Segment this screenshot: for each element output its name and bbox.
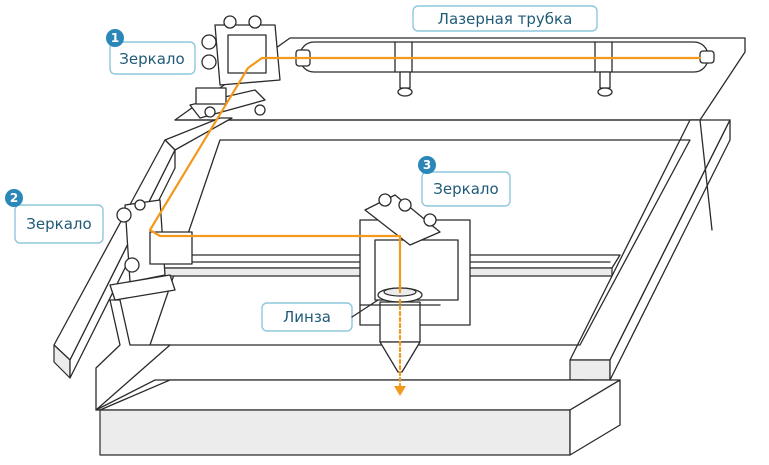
laser-tube-label: Лазерная трубка (438, 10, 573, 28)
material-block (99, 379, 621, 456)
beam-mirror1-to-mirror2 (148, 56, 264, 232)
label-mirror-2: Зеркало 2 (5, 189, 104, 244)
label-mirror-1: Зеркало 1 (106, 29, 196, 75)
mirror-1-label: Зеркало (119, 50, 184, 68)
lens-label: Линза (283, 308, 331, 326)
mirror-2-badge (5, 189, 23, 207)
beam-mirror2-to-mirror3 (148, 228, 402, 238)
mirror-2-label: Зеркало (26, 215, 91, 233)
mirror-3-number: 3 (423, 158, 431, 172)
mirror-1-number: 1 (111, 31, 119, 45)
label-mirror-3: Зеркало 3 (418, 156, 511, 207)
mirror-1-badge (106, 29, 124, 47)
beam-arrowhead (394, 386, 406, 396)
label-laser-tube: Лазерная трубка (412, 5, 598, 32)
mirror-3-label: Зеркало (433, 180, 498, 198)
label-lens: Линза (261, 299, 379, 332)
mirror-3-badge (418, 156, 436, 174)
laser-beam (148, 56, 702, 396)
mirror-2-number: 2 (10, 191, 18, 205)
